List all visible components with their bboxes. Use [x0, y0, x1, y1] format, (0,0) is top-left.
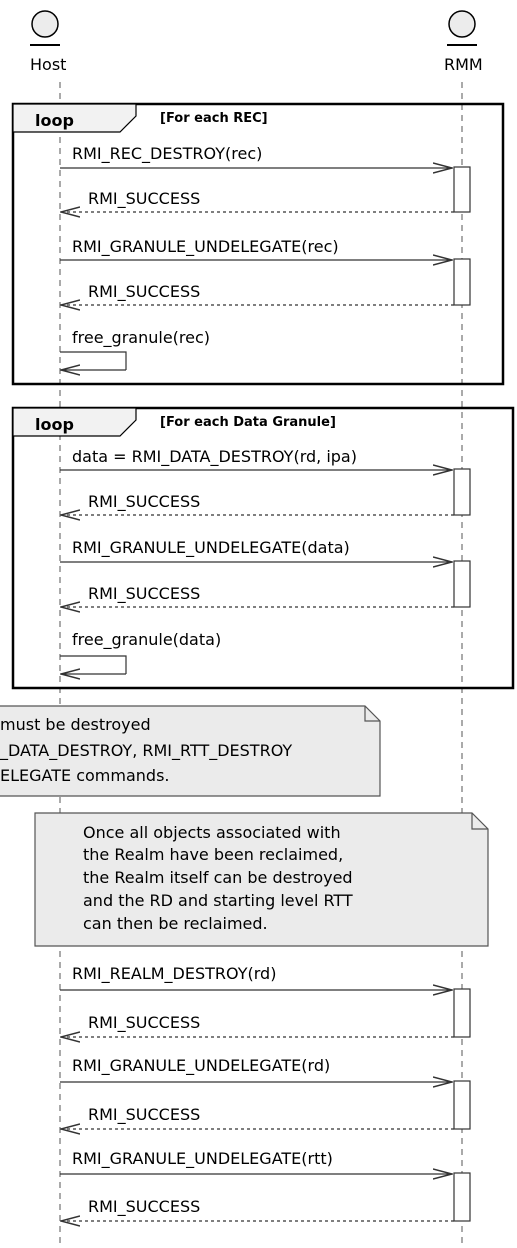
message-granule-undelegate-rtt: RMI_GRANULE_UNDELEGATE(rtt) RMI_SUCCESS — [60, 1149, 471, 1222]
note-line: _DATA_DESTROY, RMI_RTT_DESTROY — [0, 741, 292, 761]
call-label: RMI_GRANULE_UNDELEGATE(rd) — [72, 1056, 330, 1076]
activation-bar — [453, 1080, 471, 1130]
reply-label: RMI_SUCCESS — [88, 492, 200, 512]
message-granule-undelegate-rec: RMI_GRANULE_UNDELEGATE(rec) RMI_SUCCESS — [60, 237, 471, 306]
rmm-label: RMM — [444, 55, 483, 74]
message-rec-destroy: RMI_REC_DESTROY(rec) RMI_SUCCESS — [60, 144, 471, 213]
call-label: RMI_GRANULE_UNDELEGATE(rec) — [72, 237, 339, 257]
activation-bar — [453, 560, 471, 608]
note-line: the Realm itself can be destroyed — [83, 868, 353, 887]
loop-guard: [For each REC] — [160, 111, 268, 126]
call-label: RMI_GRANULE_UNDELEGATE(rtt) — [72, 1149, 333, 1169]
call-label: RMI_REALM_DESTROY(rd) — [72, 964, 276, 984]
activation-bar — [453, 258, 471, 306]
activation-bar — [453, 988, 471, 1038]
host-actor-icon — [31, 10, 59, 38]
loop-fragment-rec: loop [For each REC] — [11, 102, 505, 386]
self-call-free-granule-rec: free_granule(rec) — [60, 328, 210, 370]
note-line: Once all objects associated with — [83, 823, 341, 842]
note-realm-reclaimed: Once all objects associated with the Rea… — [34, 812, 489, 947]
note-line: the Realm have been reclaimed, — [83, 845, 343, 864]
call-label: data = RMI_DATA_DESTROY(rd, ipa) — [72, 447, 357, 467]
reply-label: RMI_SUCCESS — [88, 282, 200, 302]
message-granule-undelegate-data: RMI_GRANULE_UNDELEGATE(data) RMI_SUCCESS — [60, 538, 471, 608]
call-label: RMI_GRANULE_UNDELEGATE(data) — [72, 538, 350, 558]
loop-keyword: loop — [35, 415, 74, 434]
reply-label: RMI_SUCCESS — [88, 584, 200, 604]
activation-bar — [453, 166, 471, 213]
loop-keyword: loop — [35, 111, 74, 130]
reply-label: RMI_SUCCESS — [88, 1013, 200, 1033]
note-line: must be destroyed — [0, 715, 151, 734]
note-line: ELEGATE commands. — [0, 766, 169, 785]
self-call-label: free_granule(rec) — [72, 328, 210, 348]
host-label: Host — [30, 55, 66, 74]
note-line: and the RD and starting level RTT — [83, 891, 353, 910]
activation-bar — [453, 468, 471, 516]
note-destroy-commands: must be destroyed _DATA_DESTROY, RMI_RTT… — [0, 705, 381, 797]
reply-label: RMI_SUCCESS — [88, 189, 200, 209]
loop-fragment-data: loop [For each Data Granule] — [11, 406, 515, 690]
message-granule-undelegate-rd: RMI_GRANULE_UNDELEGATE(rd) RMI_SUCCESS — [60, 1056, 471, 1130]
reply-label: RMI_SUCCESS — [88, 1197, 200, 1217]
activation-bar — [453, 1172, 471, 1222]
message-realm-destroy: RMI_REALM_DESTROY(rd) RMI_SUCCESS — [60, 964, 471, 1038]
self-call-free-granule-data: free_granule(data) — [60, 630, 221, 674]
note-line: can then be reclaimed. — [83, 914, 268, 933]
reply-label: RMI_SUCCESS — [88, 1105, 200, 1125]
self-call-label: free_granule(data) — [72, 630, 221, 650]
call-label: RMI_REC_DESTROY(rec) — [72, 144, 262, 164]
host-participant: Host — [30, 10, 66, 74]
rmm-actor-icon — [448, 10, 476, 38]
loop-guard: [For each Data Granule] — [160, 415, 336, 430]
message-data-destroy: data = RMI_DATA_DESTROY(rd, ipa) RMI_SUC… — [60, 447, 471, 516]
rmm-participant: RMM — [444, 10, 483, 74]
